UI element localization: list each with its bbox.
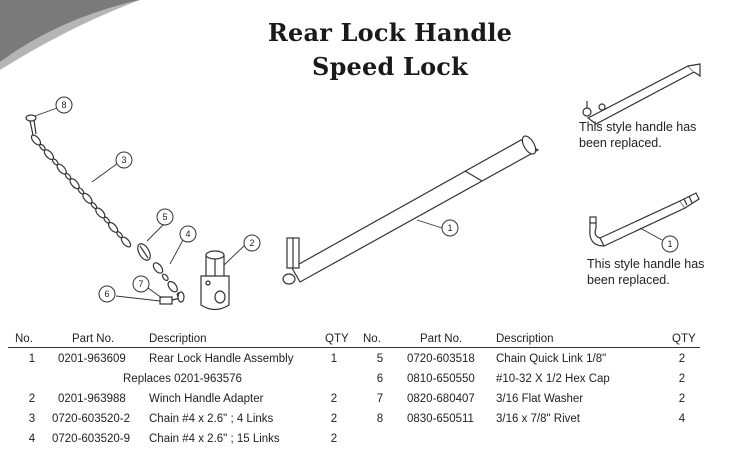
table-row-qty: 4 xyxy=(678,413,686,425)
table-row-no: 4 xyxy=(28,433,36,445)
col-desc-right: Description xyxy=(496,333,554,345)
col-no: No. xyxy=(15,333,33,345)
callout-6: 6 xyxy=(98,285,116,303)
replaces-note: Replaces 0201-963576 xyxy=(123,373,242,385)
table-row-part: 0201-963988 xyxy=(58,393,126,405)
winch-adapter-drawing xyxy=(200,250,230,311)
svg-text:6: 6 xyxy=(104,289,109,299)
table-row-no: 2 xyxy=(28,393,36,405)
table-row-qty: 1 xyxy=(330,353,338,365)
callout-1: 1 xyxy=(441,219,459,237)
table-row-no: 1 xyxy=(28,353,36,365)
svg-text:4: 4 xyxy=(185,229,190,239)
long-chain-drawing xyxy=(30,134,132,248)
callout-8: 8 xyxy=(55,96,73,114)
old-handle-top-drawing xyxy=(582,63,701,125)
table-row-desc: Chain Quick Link 1/8" xyxy=(496,353,607,365)
table-row-desc: Chain #4 x 2.6" ; 15 Links xyxy=(149,433,280,445)
rivet-drawing xyxy=(25,114,37,136)
exploded-parts-diagram xyxy=(25,63,701,311)
chain-link xyxy=(152,262,164,274)
table-row-desc: #10-32 X 1/2 Hex Cap xyxy=(496,373,610,385)
table-row-part: 0720-603520-9 xyxy=(52,433,131,445)
page-title-line2: Speed Lock xyxy=(312,52,468,81)
table-row-part: 0810-650550 xyxy=(407,373,475,385)
table-row-desc: 3/16 x 7/8" Rivet xyxy=(496,413,580,425)
table-row-no: 7 xyxy=(376,393,384,405)
col-no-right: No. xyxy=(363,333,381,345)
corner-swoosh xyxy=(0,0,140,70)
replaced-note-mid: This style handle has been replaced. xyxy=(587,257,705,287)
table-row-desc: Rear Lock Handle Assembly xyxy=(149,353,294,365)
header-rule xyxy=(8,347,700,348)
table-row-part: 0201-963609 xyxy=(58,353,126,365)
bolt-drawing xyxy=(159,291,185,305)
table-row-qty: 2 xyxy=(330,413,338,425)
col-qty-right: QTY xyxy=(672,333,696,345)
callout-7: 7 xyxy=(132,275,150,293)
table-row-no: 5 xyxy=(376,353,384,365)
old-handle-mid-drawing xyxy=(589,192,700,247)
table-row-no: 8 xyxy=(376,413,384,425)
callout-2: 2 xyxy=(243,234,261,252)
table-row-desc: Winch Handle Adapter xyxy=(149,393,264,405)
svg-text:7: 7 xyxy=(138,279,143,289)
table-row-part: 0830-650511 xyxy=(407,413,474,425)
handle-assembly-drawing xyxy=(282,135,540,285)
svg-text:1: 1 xyxy=(447,223,452,233)
table-row-qty: 2 xyxy=(678,353,686,365)
callout-3: 3 xyxy=(115,151,133,169)
col-part: Part No. xyxy=(72,333,115,345)
table-row-part: 0720-603520-2 xyxy=(52,413,131,425)
svg-text:5: 5 xyxy=(162,212,167,222)
table-row-part: 0720-603518 xyxy=(407,353,475,365)
col-desc: Description xyxy=(149,333,207,345)
quick-link-drawing xyxy=(137,243,151,261)
table-row-qty: 2 xyxy=(330,433,338,445)
table-row-qty: 2 xyxy=(678,393,686,405)
page-title-line1: Rear Lock Handle xyxy=(267,18,513,47)
chain-link xyxy=(161,273,169,282)
svg-text:8: 8 xyxy=(61,100,66,110)
col-part-right: Part No. xyxy=(420,333,463,345)
table-row-no: 6 xyxy=(376,373,384,385)
table-row-desc: Chain #4 x 2.6" ; 4 Links xyxy=(149,413,274,425)
table-row-part: 0820-680407 xyxy=(407,393,475,405)
svg-text:3: 3 xyxy=(121,155,126,165)
table-row-qty: 2 xyxy=(678,373,686,385)
callout-4: 4 xyxy=(179,225,197,243)
table-row-qty: 2 xyxy=(330,393,338,405)
table-row-desc: 3/16 Flat Washer xyxy=(496,393,584,405)
col-qty: QTY xyxy=(325,333,349,345)
table-row-no: 3 xyxy=(28,413,36,425)
replaced-note-top: This style handle has been replaced. xyxy=(579,120,697,150)
svg-text:2: 2 xyxy=(249,238,254,248)
chain-link xyxy=(120,236,132,248)
svg-text:1: 1 xyxy=(667,239,672,249)
callout-1b: 1 xyxy=(661,235,679,253)
chain-link xyxy=(167,280,178,293)
callout-5: 5 xyxy=(156,208,174,226)
